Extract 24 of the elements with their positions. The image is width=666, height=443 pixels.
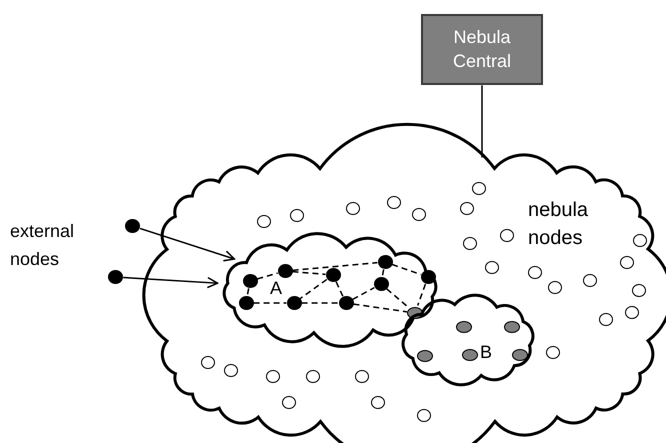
connector-line — [481, 85, 483, 158]
dashed-link — [417, 284, 426, 306]
dashed-link — [246, 288, 250, 296]
cluster-label: A — [270, 277, 282, 300]
server-box: Nebula Central — [421, 14, 543, 85]
cloud-label: nebula nodes — [528, 198, 590, 251]
dashed-link — [292, 270, 326, 276]
cluster-label: B — [480, 341, 492, 364]
dashed-link — [257, 272, 278, 280]
dashed-link — [382, 269, 384, 277]
filled-node-dot — [108, 270, 123, 284]
dashed-link — [302, 302, 338, 304]
dashed-link — [292, 262, 378, 272]
dashed-link — [254, 302, 286, 304]
annotation-text: external nodes — [10, 220, 76, 271]
dashed-link — [352, 286, 375, 300]
arrow — [140, 228, 236, 262]
dashed-link — [300, 278, 328, 300]
arrow — [123, 276, 218, 288]
dashed-link — [353, 303, 408, 313]
dashed-link — [386, 288, 410, 308]
dashed-link — [335, 282, 344, 296]
dashed-link — [392, 264, 422, 276]
filled-node-dot — [125, 219, 140, 233]
